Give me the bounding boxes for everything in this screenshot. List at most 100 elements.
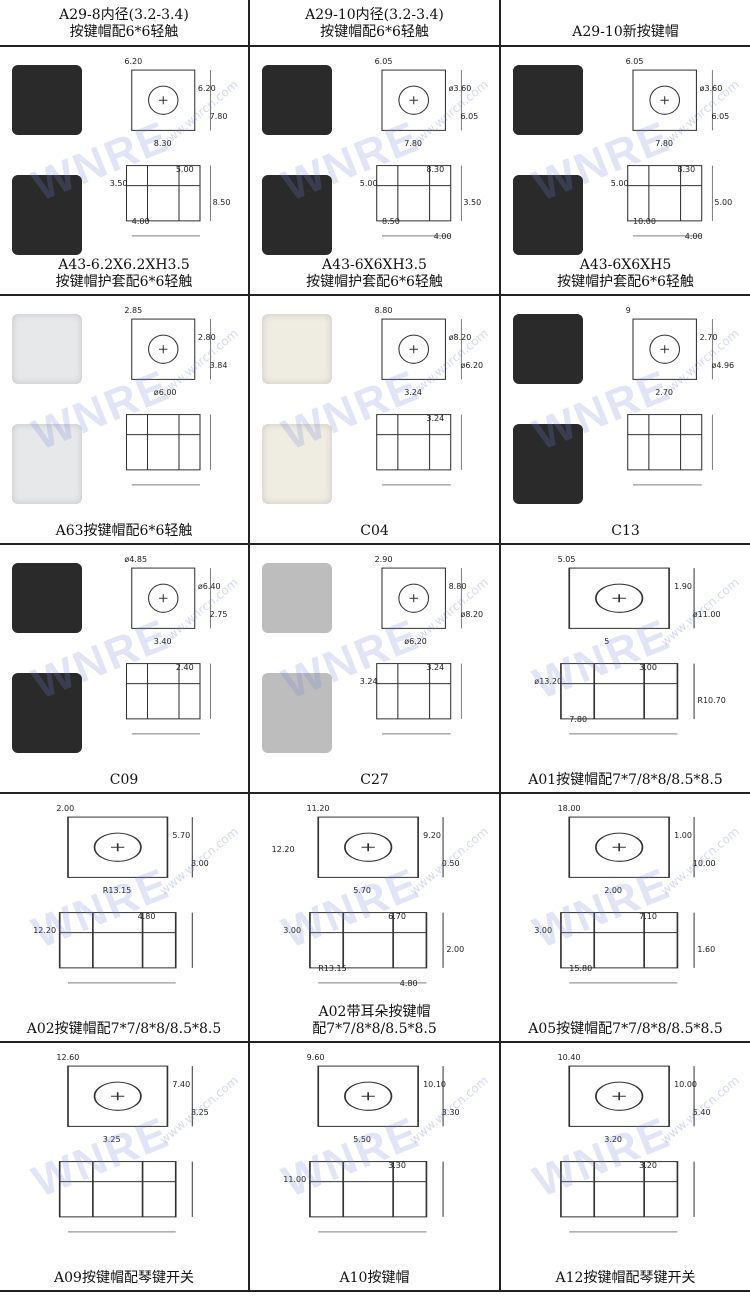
dimension-label: 7.80 [209,112,228,122]
dimension-label: R13.15 [102,886,132,896]
product-caption: C27 [250,772,499,789]
product-caption: A29-8内径(3.2-3.4)按键帽配6*6轻触 [0,7,248,41]
drawing-lines [125,69,211,237]
dimension-label: 4.00 [684,231,703,241]
dimension-label: ø6.00 [153,388,177,398]
dimension-label: ø13.20 [534,677,563,687]
product-caption: A02带耳朵按键帽配7*7/8*8/8.5*8.5 [250,1004,499,1038]
dimension-label: 2.70 [699,332,718,342]
dimension-label: 9.20 [423,830,441,840]
dimension-label: 3.00 [639,662,657,672]
caption-line: A10按键帽 [339,1270,410,1286]
dimension-label: 8.50 [382,217,400,227]
product-photo [12,314,82,384]
dimension-label: 2.85 [124,305,143,315]
dimension-label: ø4.96 [711,361,735,371]
product-caption: A12按键帽配琴键开关 [501,1270,750,1287]
dimension-label: 6.20 [124,56,143,66]
dimension-label: 4.80 [137,911,156,921]
dimension-label: 5.70 [172,830,191,840]
dimension-label: 0.50 [441,859,460,869]
drawing-lines [627,318,713,486]
product-photo [262,424,332,504]
caption-line: A02带耳朵按键帽 [318,1004,431,1020]
dimension-label: 7.10 [639,911,657,921]
dimension-label: 12.60 [56,1052,80,1062]
dimension-label: 3.24 [359,677,378,687]
dimension-label: 6.05 [625,56,644,66]
product-cell: A29-8内径(3.2-3.4)按键帽配6*6轻触 [0,0,250,47]
dimension-label: 12.20 [33,926,57,936]
dimension-label: ø3.60 [699,83,723,93]
dimension-label: 5.00 [610,179,629,189]
product-caption: C13 [501,523,750,540]
product-caption: A09按键帽配琴键开关 [0,1270,248,1287]
dimension-label: 3.24 [426,413,445,423]
drawing-lines [376,318,462,486]
product-caption: A01按键帽配7*7/8*8/8.5*8.5 [501,772,750,789]
dimension-label: 5.70 [353,886,371,896]
dimension-label: 3.24 [404,388,422,398]
dimension-label: 6.05 [711,112,730,122]
dimension-label: 3.30 [388,1160,406,1170]
caption-line: A63按键帽配6*6轻触 [55,523,193,539]
dimension-label: ø4.85 [124,554,148,564]
product-photo [12,424,82,504]
product-cell: A29-10新按键帽 [501,0,750,47]
dimension-label: 2.00 [56,803,75,813]
dimension-label: 6.05 [374,56,393,66]
caption-line: A43-6.2X6.2XH3.5 [58,257,190,273]
dimension-label: 3.84 [209,361,228,371]
dimension-label: ø6.20 [404,637,427,647]
dimension-label: 3.00 [283,926,302,936]
dimension-label: 5.40 [692,1108,711,1118]
product-photo [12,673,82,753]
caption-line: A29-10内径(3.2-3.4) [305,7,444,23]
product-caption: C04 [250,523,499,540]
dimension-label: 5.00 [175,164,194,174]
dimension-label: 6.70 [388,911,406,921]
dimension-label: 3.24 [426,662,445,672]
dimension-label: 7.80 [569,715,588,725]
product-photo [513,65,583,135]
product-photo [262,314,332,384]
dimension-label: R10.70 [697,696,726,706]
dimension-label: 10.40 [557,1052,581,1062]
dimension-label: 7.40 [172,1079,191,1089]
dimension-label: 1.00 [674,830,692,840]
dimension-label: 11.00 [283,1175,307,1185]
drawing-lines [560,567,695,735]
drawing-lines [309,1065,444,1233]
dimension-label: 5 [604,637,610,647]
dimension-label: 8.30 [153,139,172,149]
caption-line: 按键帽护套配6*6轻触 [55,274,193,290]
dimension-label: 8.30 [677,164,696,174]
dimension-label: 7.80 [404,139,422,149]
dimension-label: 10.00 [692,859,716,869]
product-photo [262,65,332,135]
dimension-label: 5.05 [557,554,576,564]
caption-line: A29-10新按键帽 [572,24,679,40]
dimension-label: 3.30 [441,1108,460,1118]
dimension-label: 4.00 [433,231,452,241]
product-photo [513,314,583,384]
dimension-label: 3.25 [190,1108,209,1118]
dimension-label: 8.80 [448,581,467,591]
caption-line: A01按键帽配7*7/8*8/8.5*8.5 [528,772,723,788]
dimension-label: ø11.00 [692,610,721,620]
dimension-label: ø8.20 [460,610,484,620]
